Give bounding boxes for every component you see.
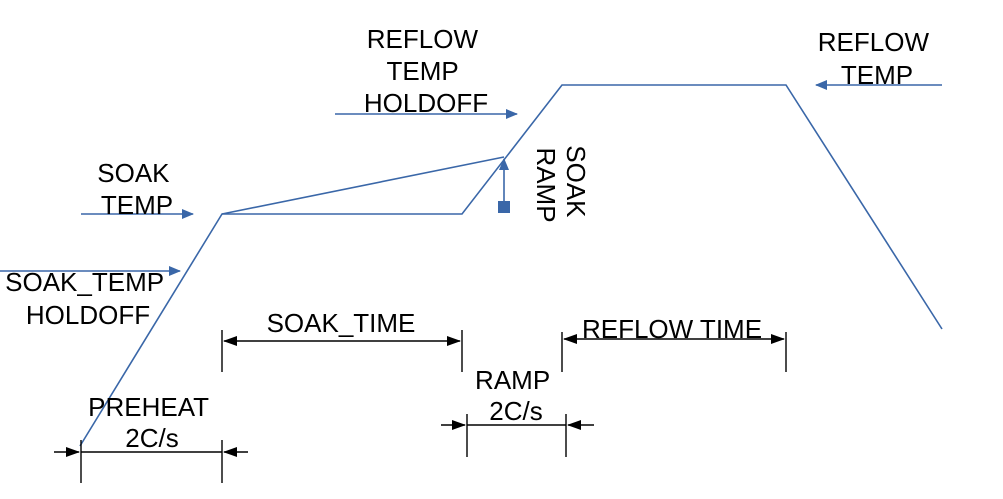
- soak-ramp-label: SOAK RAMP: [531, 145, 591, 224]
- reflow-time-label: REFLOW TIME: [582, 314, 762, 344]
- soak-temp-label: SOAK TEMP: [97, 158, 176, 220]
- temperature-profile-curve: [79, 84, 943, 447]
- reflow-temp-label: REFLOW TEMP: [818, 27, 936, 90]
- soak-temp-holdoff-label: SOAK_TEMP HOLDOFF: [5, 267, 171, 330]
- preheat-label: PREHEAT 2C/s: [88, 392, 216, 453]
- soak-time-label: SOAK_TIME: [267, 308, 416, 338]
- soak-ramp-line: [221, 156, 505, 215]
- soak-ramp-square: [498, 201, 510, 213]
- ramp-label: RAMP 2C/s: [475, 365, 557, 426]
- reflow-temp-holdoff-label: REFLOW TEMP HOLDOFF: [364, 24, 488, 118]
